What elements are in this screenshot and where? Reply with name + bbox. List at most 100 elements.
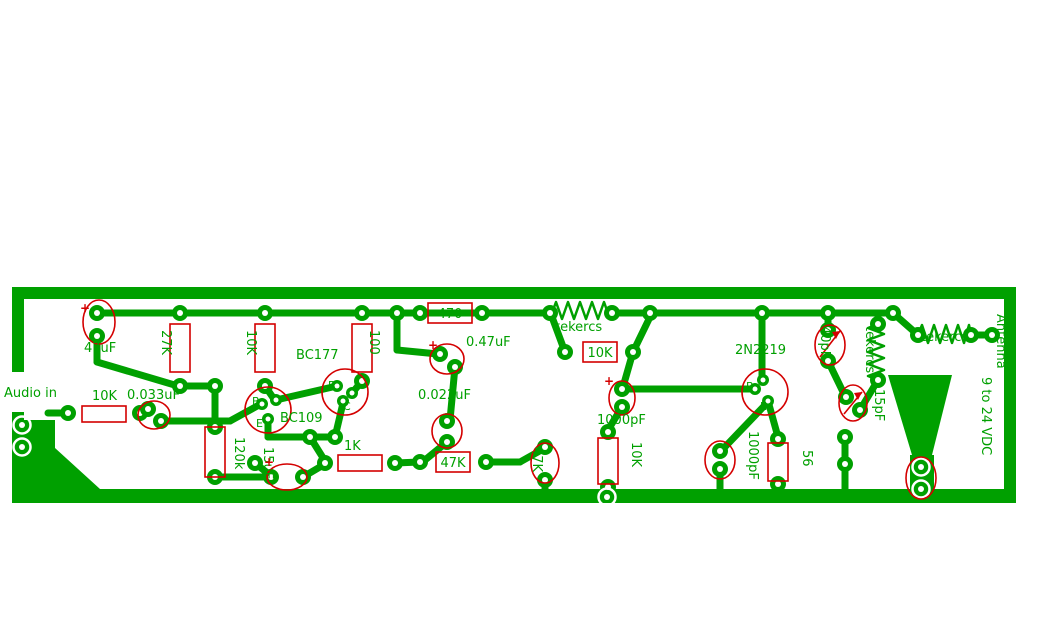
label-r-47k-box: 47K — [440, 456, 466, 471]
pad-hole — [444, 439, 450, 445]
label-c-0022uf: 0.022uF — [418, 388, 471, 403]
label-c-40pf: 40pF — [817, 326, 832, 358]
label-q-bc109: BC109 — [280, 411, 323, 426]
label-r-10k-in: 10K — [92, 389, 118, 404]
label-q-2n2219: 2N2219 — [735, 343, 786, 358]
pin-label-c-bc177: C — [343, 400, 351, 413]
pad-hole — [875, 377, 881, 383]
pad-hole — [619, 386, 625, 392]
pad-hole — [479, 310, 485, 316]
pad-hole — [349, 390, 355, 396]
label-audio-in: Audio in — [4, 386, 57, 401]
pad-hole — [605, 429, 611, 435]
label-r-470: 470 — [438, 307, 463, 322]
label-coil-top: tekercs — [555, 320, 602, 335]
pad-hole — [65, 410, 71, 416]
outline-q-bc109 — [244, 386, 292, 434]
label-c-0033uf: 0.033uF — [127, 388, 180, 403]
pad-hole — [307, 434, 313, 440]
outline-output-pads — [905, 456, 937, 500]
pad-hole — [265, 416, 271, 422]
pad-hole — [212, 383, 218, 389]
solder-pads — [12, 305, 1000, 507]
label-r-47k-v: 47K — [529, 447, 544, 473]
pad-ring — [12, 415, 32, 435]
pad-hole — [94, 333, 100, 339]
coil-winding-mid — [866, 322, 886, 382]
pad-hole — [630, 349, 636, 355]
label-c-1000pf-mid: 1000pF — [597, 413, 646, 428]
label-r-10k-low: 10K — [628, 442, 643, 468]
polarity-mark-0p47uf: + — [428, 338, 438, 352]
outline-r-470 — [427, 302, 473, 324]
outline-r-10k-top — [254, 323, 276, 373]
outline-q-2n2219 — [741, 368, 789, 416]
polarity-mark-1000pf-mid: + — [604, 374, 614, 388]
pad-hole — [604, 494, 610, 500]
label-r-10k-mid: 10K — [587, 346, 613, 361]
outline-c-15uf — [266, 463, 308, 491]
pad-hole — [483, 459, 489, 465]
pad-ring — [597, 487, 617, 507]
label-c-15uf: 15uF — [260, 447, 275, 479]
pad-hole — [875, 321, 881, 327]
pad-hole — [542, 444, 548, 450]
label-power: 9 to 24 VDC — [978, 377, 993, 455]
outline-r-10k-in — [81, 405, 127, 423]
pad-hole — [437, 351, 443, 357]
trace — [718, 400, 770, 454]
pad-hole — [177, 310, 183, 316]
pad-hole — [843, 394, 849, 400]
pad-hole — [300, 474, 306, 480]
pad-hole — [760, 377, 766, 383]
outline-r-120k — [204, 426, 226, 478]
outline-c-0p47uf — [429, 343, 465, 375]
pad-hole — [334, 383, 340, 389]
pad-hole — [775, 436, 781, 442]
pad-hole — [918, 464, 924, 470]
label-r-100: 100 — [366, 330, 381, 355]
trace — [93, 358, 182, 390]
pad-hole — [273, 397, 279, 403]
label-c-47uf: 47uF — [84, 341, 116, 356]
pad-hole — [717, 466, 723, 472]
pad-hole — [259, 401, 265, 407]
pad-hole — [359, 310, 365, 316]
pad-hole — [775, 481, 781, 487]
pad-hole — [609, 310, 615, 316]
label-r-56: 56 — [799, 450, 814, 467]
label-r-1k: 1K — [344, 439, 361, 454]
label-r-27k: 27K — [158, 330, 173, 356]
pad-hole — [394, 310, 400, 316]
pad-hole — [825, 358, 831, 364]
pin-label-e-2n2219: E — [760, 400, 767, 413]
pad-hole — [915, 332, 921, 338]
pad-ring — [911, 479, 931, 499]
label-coil-right: tekercs — [921, 330, 968, 345]
audio-in-notch — [0, 372, 58, 412]
pad-hole — [268, 474, 274, 480]
pad-hole — [619, 404, 625, 410]
pad-hole — [19, 422, 25, 428]
outline-c-1000pf-low — [704, 440, 736, 480]
label-coil-mid: tekercs — [862, 326, 877, 373]
pad-hole — [857, 407, 863, 413]
pad-hole — [340, 398, 346, 404]
label-r-10k-top: 10K — [243, 330, 258, 356]
pin-label-b-2n2219: B — [746, 380, 754, 393]
outline-r-100 — [351, 323, 373, 373]
pad-hole — [562, 349, 568, 355]
pad-hole — [94, 310, 100, 316]
pin-label-b-bc177: B — [328, 379, 336, 392]
label-c-15pf: 15pF — [871, 389, 886, 421]
label-c-1000pf-low: 1000pF — [745, 431, 760, 480]
pad-hole — [145, 406, 151, 412]
pad-hole — [968, 332, 974, 338]
outline-c-40pf — [814, 324, 846, 366]
pad-hole — [542, 477, 548, 483]
coil-winding-top — [550, 300, 614, 321]
pad-hole — [890, 310, 896, 316]
